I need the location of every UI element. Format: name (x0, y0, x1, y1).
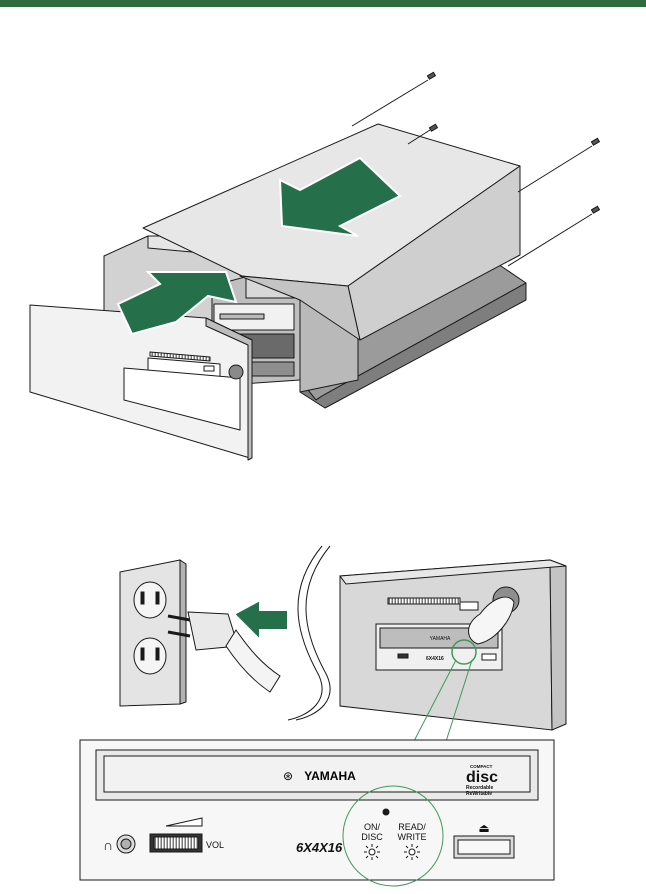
led2-label-line1: READ/ (398, 822, 426, 832)
drive-faceplate (80, 740, 554, 880)
screw-icon (591, 138, 599, 145)
disc-logo-sub2: ReWritable (466, 791, 492, 797)
led1-label-line1: ON/ (364, 822, 381, 832)
led1-label-line2: DISC (361, 832, 383, 842)
headphone-icon: ∩ (103, 837, 113, 853)
mini-badge: 6X4X16 (426, 656, 444, 662)
mini-brand: YAMAHA (430, 636, 451, 642)
status-led (383, 809, 389, 815)
brand-logo: YAMAHA (304, 769, 356, 783)
screw-icon (427, 72, 435, 79)
yamaha-emblem-icon: ⊛ (283, 769, 293, 783)
led-sun-icon (404, 844, 420, 860)
computer-case-figure (30, 124, 526, 460)
led2-label-line2: WRITE (398, 832, 427, 842)
arrow-left-icon (234, 600, 288, 640)
led-sun-icon (364, 844, 380, 860)
separator-curve (288, 546, 322, 720)
screw-icon (591, 206, 599, 213)
eject-icon: ⏏ (478, 821, 489, 835)
vol-label: VOL (206, 840, 224, 850)
pc-front-figure: YAMAHA 6X4X16 (340, 560, 566, 730)
disc-logo-main: disc (466, 769, 498, 786)
speed-badge: 6X4X16 (296, 840, 343, 855)
screw-icon (429, 124, 437, 131)
